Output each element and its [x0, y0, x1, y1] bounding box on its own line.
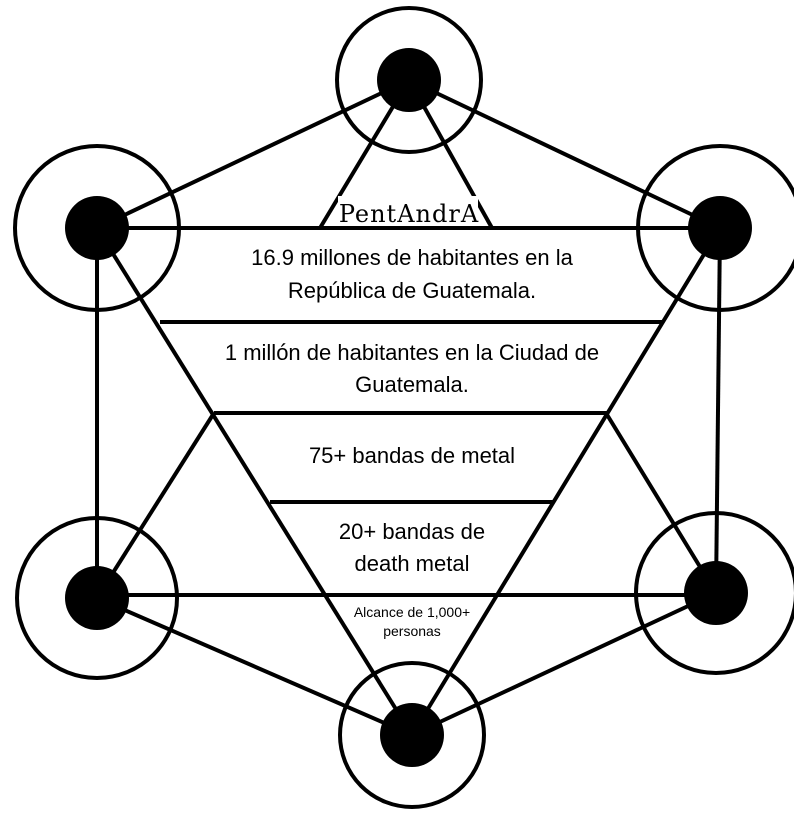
ring-bottom [338, 661, 486, 809]
node-top-left [65, 196, 129, 260]
node-top [377, 48, 441, 112]
edge-topright-bottomright [714, 227, 722, 594]
brand-title: PentAndrA [339, 200, 479, 228]
node-bottom-right [684, 561, 748, 625]
ring-top-left [13, 144, 181, 312]
level-1-line-1: 16.9 millones de habitantes en la [251, 245, 573, 270]
level-5-line-1: Alcance de 1,000+ [354, 604, 470, 620]
level-3-line-1: 75+ bandas de metal [309, 443, 515, 468]
node-bottom-left [65, 566, 129, 630]
ring-top [335, 6, 483, 154]
node-bottom [380, 703, 444, 767]
edge-bottom-bottomleft [96, 596, 413, 737]
diag-left [95, 411, 216, 600]
funnel-left-edge [95, 226, 414, 737]
level-2-line-1: 1 millón de habitantes en la Ciudad de [225, 340, 599, 365]
brand-backdrop [338, 196, 478, 226]
ring-bottom-left [15, 516, 179, 680]
vertex-rings [13, 6, 794, 809]
level-4-line-2: death metal [355, 551, 470, 576]
ring-bottom-right [634, 511, 794, 675]
node-top-right [688, 196, 752, 260]
funnel-right-edge [410, 226, 722, 737]
edge-bottomright-bottom [411, 591, 717, 737]
edge-top-topright [408, 78, 721, 230]
diag-right [604, 411, 718, 595]
level-1-line-2: República de Guatemala. [288, 278, 536, 303]
edge-topleft-top [96, 78, 410, 230]
ring-top-right [636, 144, 794, 312]
level-2-line-2: Guatemala. [355, 372, 469, 397]
vertex-nodes [65, 48, 752, 767]
level-4-line-1: 20+ bandas de [339, 519, 485, 544]
level-5-line-2: personas [383, 623, 441, 639]
